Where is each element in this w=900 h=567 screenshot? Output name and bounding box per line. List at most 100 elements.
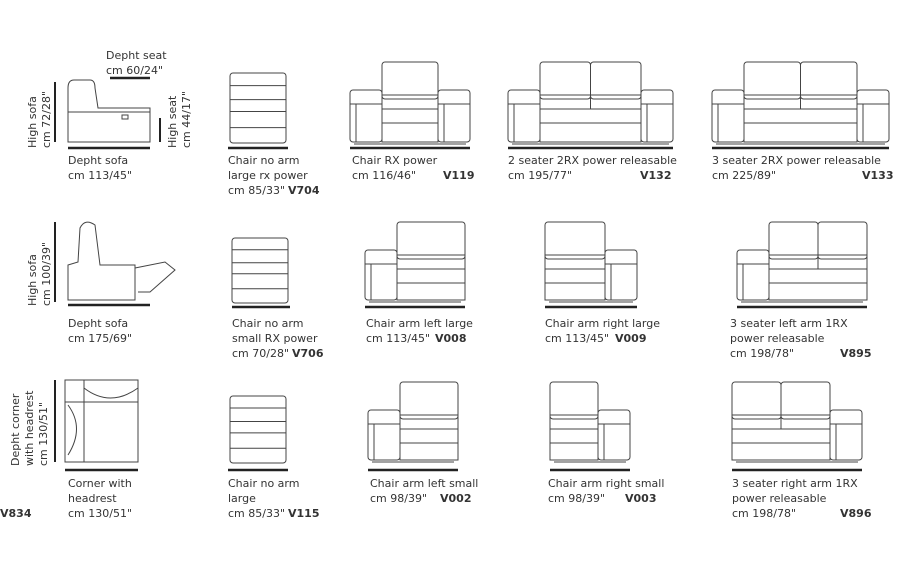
three-seater-backrest: [743, 61, 801, 100]
module-text: large rx power: [228, 169, 308, 182]
chair-no-arm-large: [229, 395, 287, 464]
chair-arm-left-large-armrest: [364, 249, 398, 301]
dim-text: cm 60/24": [106, 64, 164, 77]
three-seater-right-arm-backrest: [780, 381, 831, 420]
module-text: Chair arm left large: [366, 317, 473, 330]
chair-arm-left-small-backrest: [399, 381, 459, 420]
module-text: cm 98/39": [548, 492, 606, 505]
chair-arm-left-small-armrest: [367, 409, 401, 461]
chair-arm-left-large-backrest: [396, 221, 466, 260]
module-code: V002: [440, 492, 472, 505]
module-code: V119: [443, 169, 475, 182]
module-text: Chair arm right large: [545, 317, 660, 330]
chair-no-arm-large-rx: [229, 72, 287, 144]
dim-text: cm 44/17": [180, 90, 193, 148]
depth-corner-label: Depht corner with headrest cm 130/51": [9, 391, 51, 466]
chair-arm-right-large-seat: [544, 254, 606, 301]
dim-text: High sofa: [26, 96, 39, 148]
chair-rx-backrest: [381, 61, 439, 100]
module-text: cm 70/28": [232, 347, 290, 360]
two-seater-armrest: [640, 89, 674, 143]
chair-arm-right-small-armrest: [597, 409, 631, 461]
module-text: cm 198/78": [730, 347, 795, 360]
module-text: cm 113/45": [366, 332, 431, 345]
chair-arm-right-small-seat: [549, 414, 599, 461]
module-text: Corner with: [68, 477, 132, 490]
module-text: 3 seater left arm 1RX: [730, 317, 848, 330]
module-text: power releasable: [732, 492, 827, 505]
chair-no-arm-small-rx: [231, 237, 289, 304]
module-label: Depht sofa cm 113/45": [68, 153, 132, 183]
module-text: cm 198/78": [732, 507, 797, 520]
module-code: V895: [840, 347, 872, 360]
module-text: cm 98/39": [370, 492, 428, 505]
two-seater-armrest: [507, 89, 541, 143]
module-text: Depht sofa: [68, 154, 129, 167]
chair-arm-right-small-backrest: [549, 381, 599, 420]
module-code: V115: [288, 507, 320, 520]
module-text: cm 113/45": [68, 169, 133, 182]
corner-module: [64, 379, 139, 463]
module-text: 3 seater 2RX power releasable: [712, 154, 881, 167]
module-label: Depht sofa cm 175/69": [68, 316, 132, 346]
dim-text: cm 100/39": [40, 241, 53, 306]
dim-text: Depht seat: [106, 49, 167, 62]
module-text: small RX power: [232, 332, 318, 345]
dim-text: High seat: [166, 95, 179, 148]
three-seater-left-arm-backrest: [817, 221, 868, 260]
module-text: cm 85/33": [228, 184, 286, 197]
side-view-sofa: [67, 79, 151, 143]
module-code: V003: [625, 492, 657, 505]
dim-text: High sofa: [26, 254, 39, 306]
module-text: cm 130/51": [68, 507, 133, 520]
module-label: Chair arm right small cm 98/39": [548, 476, 664, 506]
module-label: Corner with headrest cm 130/51": [68, 476, 132, 521]
high-sofa-recliner-label: High sofa cm 100/39": [26, 242, 54, 306]
three-seater-armrest: [711, 89, 745, 143]
high-sofa-label: High sofa cm 72/28": [26, 91, 54, 148]
corner-headrest: [83, 387, 139, 399]
chair-rx-armrest: [349, 89, 383, 143]
corner-headrest: [67, 404, 77, 456]
module-label: Chair arm left large cm 113/45": [366, 316, 473, 346]
module-text: Depht sofa: [68, 317, 129, 330]
module-code: V009: [615, 332, 647, 345]
module-text: cm 116/46": [352, 169, 417, 182]
module-text: 2 seater 2RX power releasable: [508, 154, 677, 167]
chair-arm-right-large-armrest: [604, 249, 638, 301]
three-seater-left-arm-backrest: [768, 221, 819, 260]
three-seater-right-arm-backrest: [731, 381, 782, 420]
dim-text: with headrest: [23, 390, 36, 466]
module-text: headrest: [68, 492, 117, 505]
dim-text: cm 72/28": [40, 90, 53, 148]
three-seater-right-arm-armrest: [829, 409, 863, 461]
module-code: V132: [640, 169, 672, 182]
module-code: V133: [862, 169, 894, 182]
module-text: cm 113/45": [545, 332, 610, 345]
two-seater-backrest: [590, 61, 642, 100]
module-label: Chair no arm large rx power cm 85/33": [228, 153, 308, 198]
three-seater-left-arm-armrest: [736, 249, 770, 301]
module-code: V704: [288, 184, 320, 197]
power-button-icon: [121, 114, 129, 120]
chair-rx-armrest: [437, 89, 471, 143]
module-text: cm 175/69": [68, 332, 133, 345]
module-text: large: [228, 492, 256, 505]
chair-arm-right-large-backrest: [544, 221, 606, 260]
module-label: Chair arm left small cm 98/39": [370, 476, 478, 506]
module-text: Chair arm right small: [548, 477, 665, 490]
module-code: V008: [435, 332, 467, 345]
module-text: Chair no arm: [228, 477, 300, 490]
module-text: Chair arm left small: [370, 477, 479, 490]
three-seater-backrest: [800, 61, 858, 100]
module-text: Chair no arm: [228, 154, 300, 167]
